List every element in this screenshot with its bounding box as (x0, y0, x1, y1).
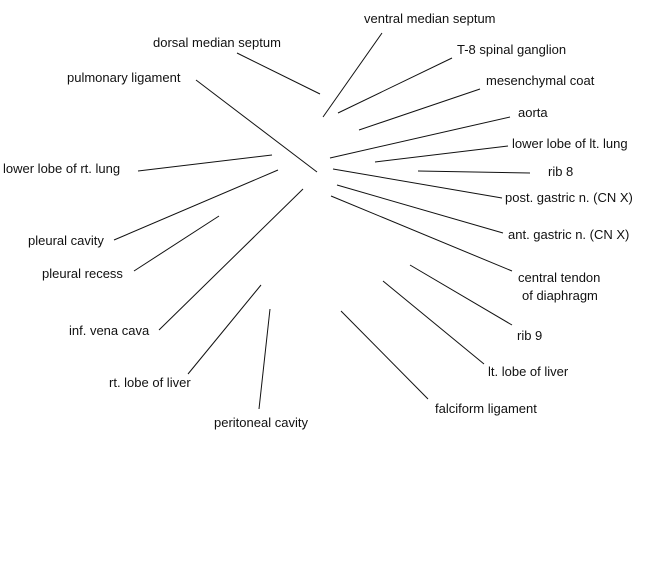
leader-aorta (329, 116, 511, 159)
label-rib-9: rib 9 (517, 328, 542, 343)
label-peritoneal-cavity: peritoneal cavity (214, 415, 308, 430)
leader-inf-vena-cava (158, 188, 304, 331)
leader-dorsal-median-septum (236, 52, 321, 95)
leader-pleural-recess (133, 215, 220, 272)
labels: ventral median septum dorsal median sept… (3, 11, 633, 430)
leader-t8-spinal-ganglion (337, 57, 453, 114)
label-mesenchymal-coat: mesenchymal coat (486, 73, 595, 88)
leader-falciform-ligament (340, 310, 429, 400)
leader-pleural-cavity (113, 169, 279, 241)
label-central-tendon-line1: central tendon (518, 270, 600, 285)
leader-lines (113, 32, 531, 410)
leader-pulmonary-ligament (195, 79, 318, 173)
leader-mesenchymal-coat (358, 88, 481, 131)
leader-rib-8 (417, 170, 531, 174)
leader-ventral-median-septum (322, 32, 383, 118)
label-lower-lobe-rt-lung: lower lobe of rt. lung (3, 161, 120, 176)
label-pulmonary-ligament: pulmonary ligament (67, 70, 181, 85)
label-falciform-ligament: falciform ligament (435, 401, 537, 416)
label-dorsal-median-septum: dorsal median septum (153, 35, 281, 50)
leader-lt-lobe-liver (382, 280, 485, 365)
leader-rt-lobe-liver (187, 284, 262, 375)
label-lower-lobe-lt-lung: lower lobe of lt. lung (512, 136, 628, 151)
label-inf-vena-cava: inf. vena cava (69, 323, 150, 338)
label-lt-lobe-liver: lt. lobe of liver (488, 364, 569, 379)
leader-peritoneal-cavity (258, 308, 271, 410)
label-pleural-cavity: pleural cavity (28, 233, 104, 248)
leader-lower-lobe-lt-lung (374, 145, 509, 163)
leader-post-gastric-n (332, 168, 503, 199)
label-pleural-recess: pleural recess (42, 266, 123, 281)
label-rt-lobe-liver: rt. lobe of liver (109, 375, 191, 390)
label-post-gastric-n: post. gastric n. (CN X) (505, 190, 633, 205)
leader-central-tendon (330, 195, 513, 272)
label-t8-spinal-ganglion: T-8 spinal ganglion (457, 42, 566, 57)
leader-ant-gastric-n (336, 184, 504, 234)
leader-lower-lobe-rt-lung (137, 154, 273, 172)
label-rib-8: rib 8 (548, 164, 573, 179)
label-ant-gastric-n: ant. gastric n. (CN X) (508, 227, 629, 242)
label-aorta: aorta (518, 105, 548, 120)
label-central-tendon-line2: of diaphragm (522, 288, 598, 303)
label-ventral-median-septum: ventral median septum (364, 11, 496, 26)
leader-rib-9 (409, 264, 513, 326)
